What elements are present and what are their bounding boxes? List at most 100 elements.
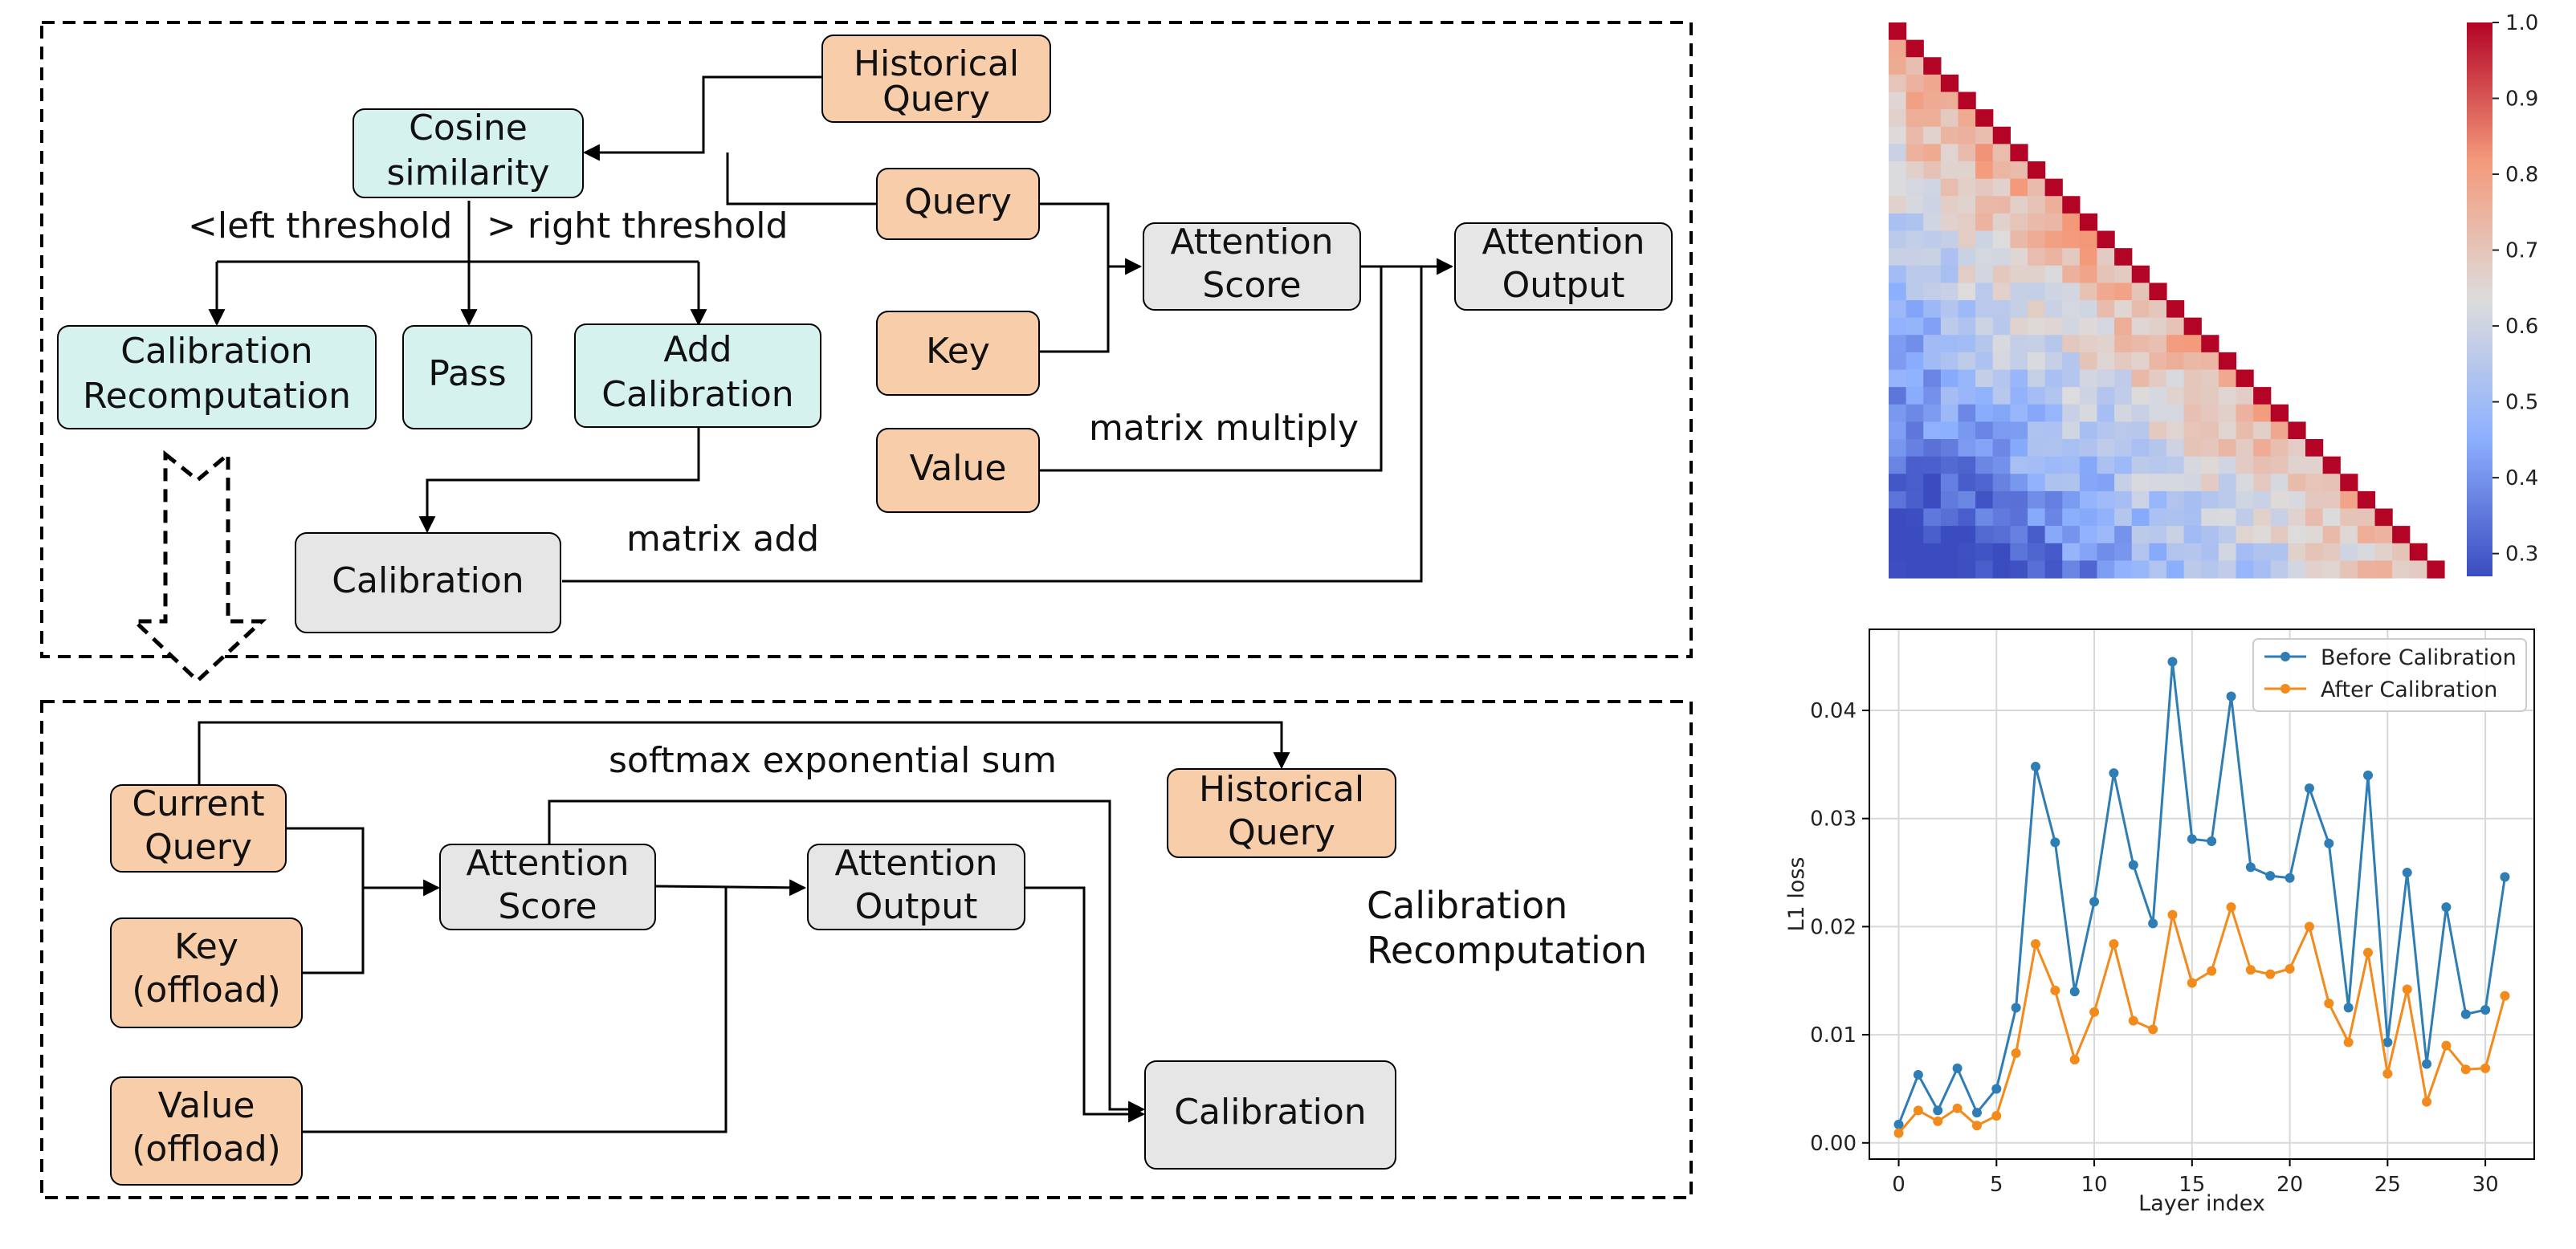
data-point <box>2207 836 2217 846</box>
heatmap-cell <box>2236 474 2254 492</box>
heatmap-cell <box>2218 404 2237 422</box>
current-query-line1: Current <box>132 783 264 824</box>
heatmap-cell <box>2270 526 2289 544</box>
data-point <box>2460 1009 2471 1019</box>
heatmap-cell <box>1889 352 1907 371</box>
heatmap-cell <box>2183 352 2202 371</box>
heatmap-cell <box>1958 161 1976 180</box>
heatmap-cell <box>1958 387 1976 405</box>
heatmap-cell <box>2149 508 2167 527</box>
heatmap-cell <box>2131 526 2150 544</box>
heatmap-cell <box>2201 560 2219 579</box>
heatmap-cell <box>2305 490 2324 510</box>
heatmap-cell <box>2149 543 2167 561</box>
heatmap-cell <box>1889 543 1907 561</box>
heatmap-cell <box>1923 352 1942 371</box>
heatmap-cell <box>2253 421 2272 440</box>
legend-box <box>2252 638 2527 712</box>
heatmap-cell <box>2236 439 2254 458</box>
heatmap-cell <box>2288 439 2306 458</box>
heatmap-cell <box>2114 283 2133 301</box>
heatmap-cell <box>2270 560 2289 579</box>
heatmap-cell <box>1975 508 1994 527</box>
heatmap-cell <box>2218 369 2237 388</box>
heatmap-cell <box>2062 213 2081 232</box>
heatmap-cell <box>2166 352 2185 371</box>
heatmap-cell <box>2270 456 2289 474</box>
heatmap-cell <box>2236 560 2254 579</box>
top-panel: Historical Query Cosine similarity Query… <box>40 21 1693 658</box>
heatmap-cell <box>1906 57 1924 75</box>
heatmap-cell <box>2131 439 2150 458</box>
heatmap-cell <box>2010 526 2028 544</box>
heatmap-cell <box>2062 490 2081 510</box>
heatmap-cell <box>2097 560 2115 579</box>
heatmap-cell <box>2305 526 2324 544</box>
heatmap-cell <box>2028 335 2046 353</box>
heatmap-cell <box>2253 456 2272 474</box>
heatmap-cell <box>2062 300 2081 319</box>
x-tick-label: 5 <box>1990 1173 2003 1197</box>
heatmap-cell <box>2062 526 2081 544</box>
heatmap-cell <box>1906 335 1924 353</box>
heatmap-cell <box>1975 283 1994 301</box>
heatmap-cell <box>2357 490 2376 510</box>
data-point <box>2402 868 2412 878</box>
heatmap-cell <box>2097 474 2115 492</box>
heatmap-cell <box>2166 421 2185 440</box>
heatmap-cell <box>2114 543 2133 561</box>
heatmap-cell <box>2322 456 2341 474</box>
heatmap-cell <box>2044 213 2063 232</box>
data-point <box>2050 985 2060 995</box>
heatmap-cell <box>1906 387 1924 405</box>
heatmap-cell <box>2131 508 2150 527</box>
heatmap-cell <box>2218 352 2237 371</box>
historical-query-node-top: Historical Query <box>821 35 1051 123</box>
cosine-similarity-line2: similarity <box>386 153 549 193</box>
heatmap-cell <box>2149 352 2167 371</box>
heatmap-cell <box>1906 178 1924 197</box>
heatmap-cell <box>2183 335 2202 353</box>
colorbar-tick-label: 0.6 <box>2505 315 2538 339</box>
heatmap-cell <box>1923 317 1942 336</box>
heatmap-cell <box>2062 196 2081 214</box>
heatmap-cell <box>2062 474 2081 492</box>
data-point <box>2343 1003 2354 1013</box>
calibration-label-bottom: Calibration <box>1174 1092 1366 1133</box>
data-point <box>2011 1003 2021 1013</box>
attention-output-node-top: Attention Output <box>1454 222 1673 311</box>
heatmap-cell <box>2201 369 2219 388</box>
heatmap-cell <box>2270 508 2289 527</box>
heatmap-cell <box>2114 369 2133 388</box>
heatmap-cell <box>2166 526 2185 544</box>
heatmap-cell <box>2044 490 2063 510</box>
heatmap-cell <box>1923 508 1942 527</box>
heatmap-cell <box>1889 439 1907 458</box>
heatmap-cell <box>1940 387 1959 405</box>
heatmap-cell <box>2079 474 2098 492</box>
heatmap-cell <box>1975 387 1994 405</box>
heatmap-cell <box>2166 404 2185 422</box>
heatmap-cell <box>1958 543 1976 561</box>
heatmap-cell <box>2149 439 2167 458</box>
heatmap-cell <box>1958 335 1976 353</box>
heatmap-cell <box>1992 526 2011 544</box>
data-point <box>1991 1111 2002 1121</box>
heatmap-cell <box>2097 317 2115 336</box>
heatmap-cell <box>1906 39 1924 58</box>
key-label: Key <box>926 331 990 372</box>
heatmap-cells <box>1889 22 2445 579</box>
heatmap-cell <box>1975 439 1994 458</box>
heatmap-cell <box>1889 369 1907 388</box>
heatmap-cell <box>1975 317 1994 336</box>
heatmap-cell <box>2062 335 2081 353</box>
heatmap-cell <box>1923 283 1942 301</box>
heatmap-cell <box>2322 526 2341 544</box>
left-threshold-label: <left threshold <box>188 205 452 246</box>
heatmap-cell <box>1975 178 1994 197</box>
heatmap-cell <box>1992 404 2011 422</box>
data-point <box>2031 762 2040 772</box>
heatmap-cell <box>1940 161 1959 180</box>
legend-label-after: After Calibration <box>2321 677 2497 702</box>
